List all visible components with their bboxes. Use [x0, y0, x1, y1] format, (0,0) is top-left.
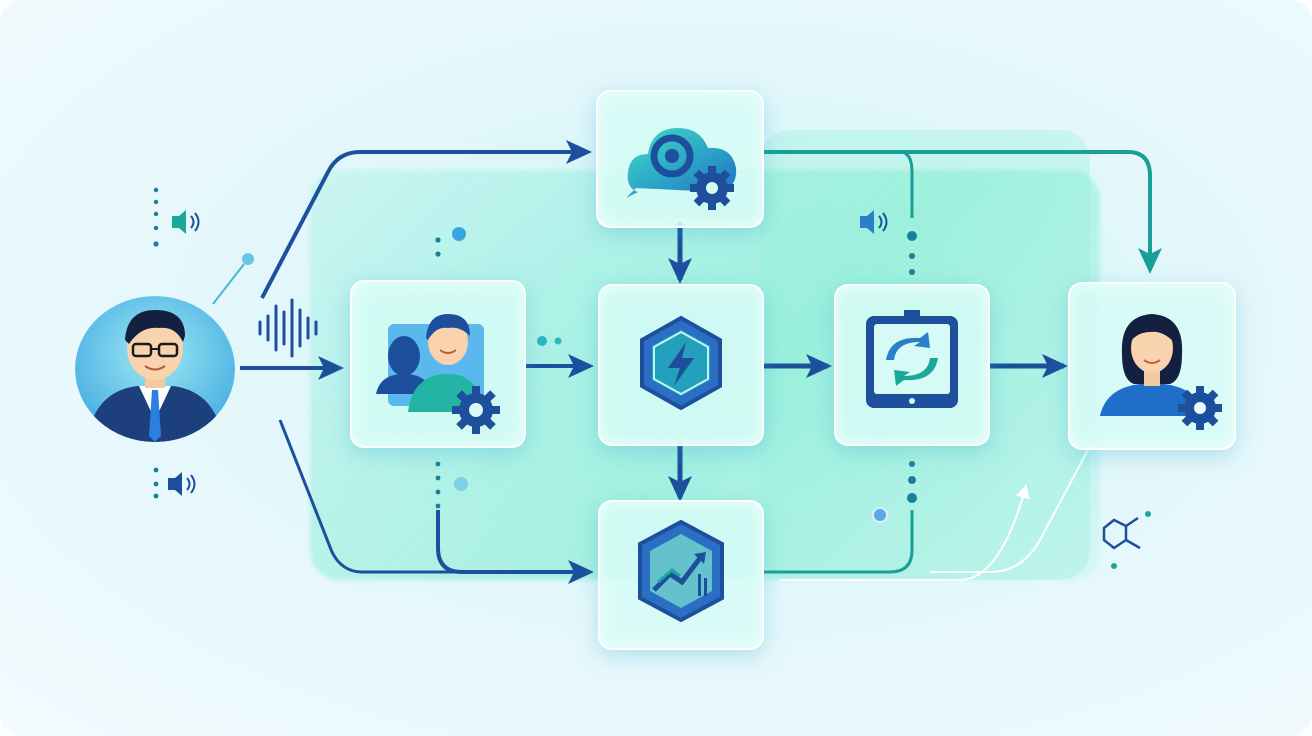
pointer-line [212, 263, 245, 305]
dot-bubble [872, 507, 888, 523]
people-gear-icon [376, 314, 500, 434]
analytics-node[interactable] [598, 500, 764, 650]
speaker-icon [168, 472, 196, 496]
sound-wave-icon [258, 298, 318, 358]
cloud-gear-icon [626, 128, 737, 210]
dot-bubble [452, 227, 466, 241]
edge-agent-down [930, 445, 1091, 573]
edge-agent-assist-analytics [436, 510, 590, 574]
dot-bubble [454, 477, 468, 491]
customer-avatar[interactable] [75, 296, 235, 442]
edge-analytics-right [764, 510, 914, 574]
edge-customer-analytics [278, 419, 594, 584]
gear-icon [452, 386, 500, 434]
molecule-icon [1102, 511, 1151, 569]
cloud-config-node[interactable] [596, 90, 764, 228]
tablet-sync-node[interactable] [834, 284, 990, 446]
edge-cloud-branch [899, 150, 914, 218]
man-avatar-icon [75, 296, 235, 442]
agent-node[interactable] [1068, 282, 1236, 450]
edge-cloud-agent [764, 150, 1162, 274]
dot-decorations [153, 187, 917, 509]
trend-chart-hexagon-icon [638, 519, 724, 623]
edge-customer-cloud-config [260, 140, 592, 299]
speaker-icon [172, 210, 200, 234]
woman-gear-icon [1100, 314, 1222, 430]
gear-icon [690, 166, 734, 210]
tablet-sync-icon [866, 310, 958, 408]
gear-icon [1178, 386, 1222, 430]
agent-assist-node[interactable] [350, 280, 526, 448]
speaker-icon [860, 210, 888, 234]
edge-analytics-agent [780, 484, 1030, 581]
lightning-hexagon-icon [640, 315, 722, 411]
core-engine-node[interactable] [598, 284, 764, 446]
pointer-dot [242, 253, 254, 265]
